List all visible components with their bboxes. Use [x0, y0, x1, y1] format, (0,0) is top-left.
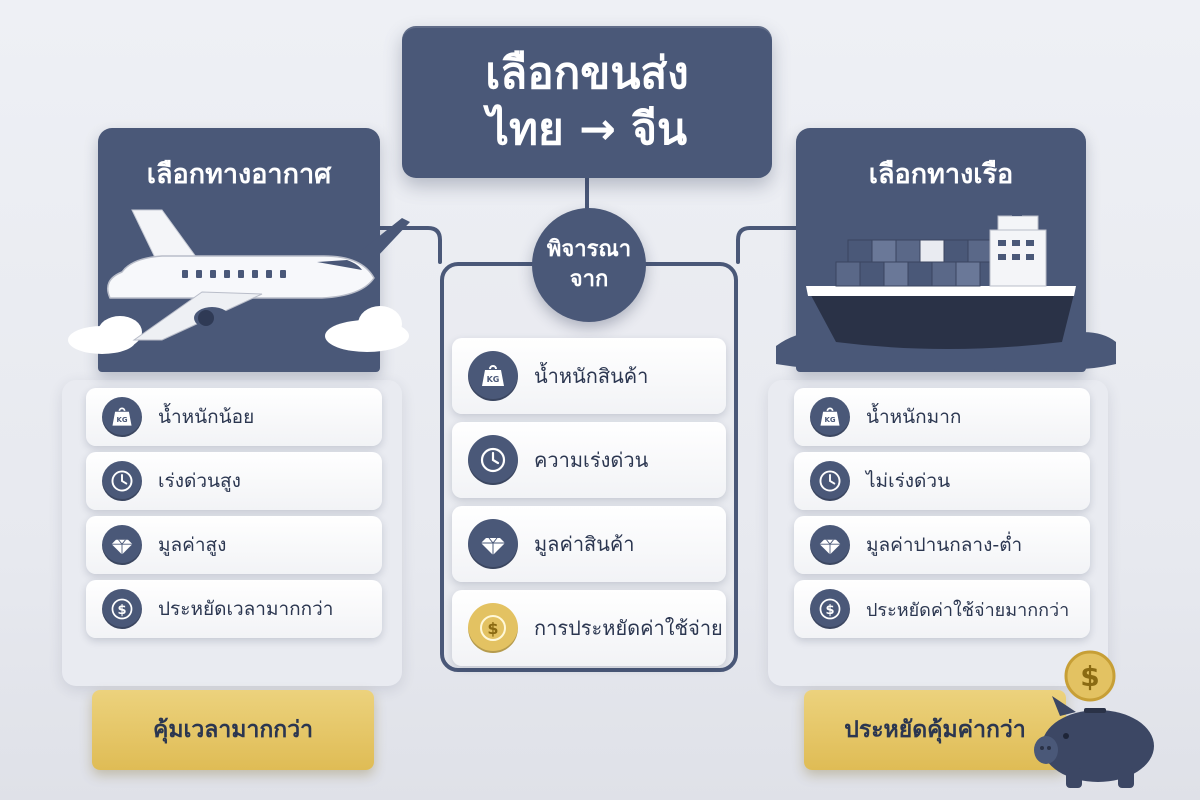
dollar-icon: $	[810, 589, 850, 629]
weight-kg-icon: KG	[810, 397, 850, 437]
title-line-2: ไทย → จีน	[486, 104, 688, 155]
criteria-label: มูลค่าสูง	[158, 534, 227, 556]
coin-dollar-icon: $	[468, 603, 518, 653]
consider-line-1: พิจารณา	[546, 237, 632, 262]
air-result-box: คุ้มเวลามากกว่า	[92, 690, 374, 770]
svg-text:KG: KG	[116, 416, 127, 424]
criteria-label: ไม่เร่งด่วน	[866, 470, 951, 492]
criteria-label: น้ำหนักน้อย	[158, 406, 255, 428]
svg-text:$: $	[825, 603, 834, 618]
factor-label: น้ำหนักสินค้า	[534, 364, 649, 388]
criteria-label: เร่งด่วนสูง	[158, 470, 241, 492]
piggy-bank-icon: $	[1034, 650, 1154, 788]
sea-criteria-value: มูลค่าปานกลาง-ต่ำ	[794, 516, 1090, 574]
factor-label: มูลค่าสินค้า	[534, 532, 635, 556]
title-line-1: เลือกขนส่ง	[485, 48, 689, 99]
diamond-icon	[102, 525, 142, 565]
criteria-label: ประหยัดเวลามากกว่า	[158, 598, 334, 620]
criteria-label: มูลค่าปานกลาง-ต่ำ	[866, 534, 1023, 556]
weight-kg-icon: KG	[468, 351, 518, 401]
factor-card-cost: $ การประหยัดค่าใช้จ่าย	[452, 590, 726, 666]
factor-label: ความเร่งด่วน	[534, 448, 649, 472]
consider-circle: พิจารณา จาก	[532, 208, 646, 322]
sea-panel-title: เลือกทางเรือ	[868, 159, 1014, 190]
factor-card-weight: KG น้ำหนักสินค้า	[452, 338, 726, 414]
air-criteria-saving: $ ประหยัดเวลามากกว่า	[86, 580, 382, 638]
factor-label: การประหยัดค่าใช้จ่าย	[534, 616, 723, 640]
consider-line-2: จาก	[569, 267, 609, 292]
svg-text:$: $	[117, 603, 126, 618]
title-box: เลือกขนส่ง ไทย → จีน	[402, 26, 772, 178]
sea-criteria-urgency: ไม่เร่งด่วน	[794, 452, 1090, 510]
sea-result-box: ประหยัดคุ้มค่ากว่า	[804, 690, 1066, 770]
svg-text:KG: KG	[824, 416, 835, 424]
clock-icon	[102, 461, 142, 501]
airplane-icon	[68, 209, 410, 354]
clock-icon	[468, 435, 518, 485]
factor-card-urgency: ความเร่งด่วน	[452, 422, 726, 498]
criteria-label: น้ำหนักมาก	[866, 406, 962, 428]
clock-icon	[810, 461, 850, 501]
diamond-icon	[468, 519, 518, 569]
sea-result-label: ประหยัดคุ้มค่ากว่า	[844, 717, 1026, 743]
air-panel-title: เลือกทางอากาศ	[146, 159, 332, 190]
svg-text:KG: KG	[487, 375, 500, 384]
svg-text:$: $	[1080, 660, 1099, 693]
svg-text:$: $	[487, 619, 498, 638]
air-result-label: คุ้มเวลามากกว่า	[152, 717, 314, 743]
air-criteria-weight: KG น้ำหนักน้อย	[86, 388, 382, 446]
criteria-label: ประหยัดค่าใช้จ่ายมากกว่า	[866, 599, 1070, 621]
dollar-icon: $	[102, 589, 142, 629]
sea-criteria-saving: $ ประหยัดค่าใช้จ่ายมากกว่า	[794, 580, 1090, 638]
cargo-ship-icon	[776, 200, 1116, 371]
factor-card-value: มูลค่าสินค้า	[452, 506, 726, 582]
air-criteria-value: มูลค่าสูง	[86, 516, 382, 574]
sea-criteria-weight: KG น้ำหนักมาก	[794, 388, 1090, 446]
diamond-icon	[810, 525, 850, 565]
weight-kg-icon: KG	[102, 397, 142, 437]
air-criteria-urgency: เร่งด่วนสูง	[86, 452, 382, 510]
